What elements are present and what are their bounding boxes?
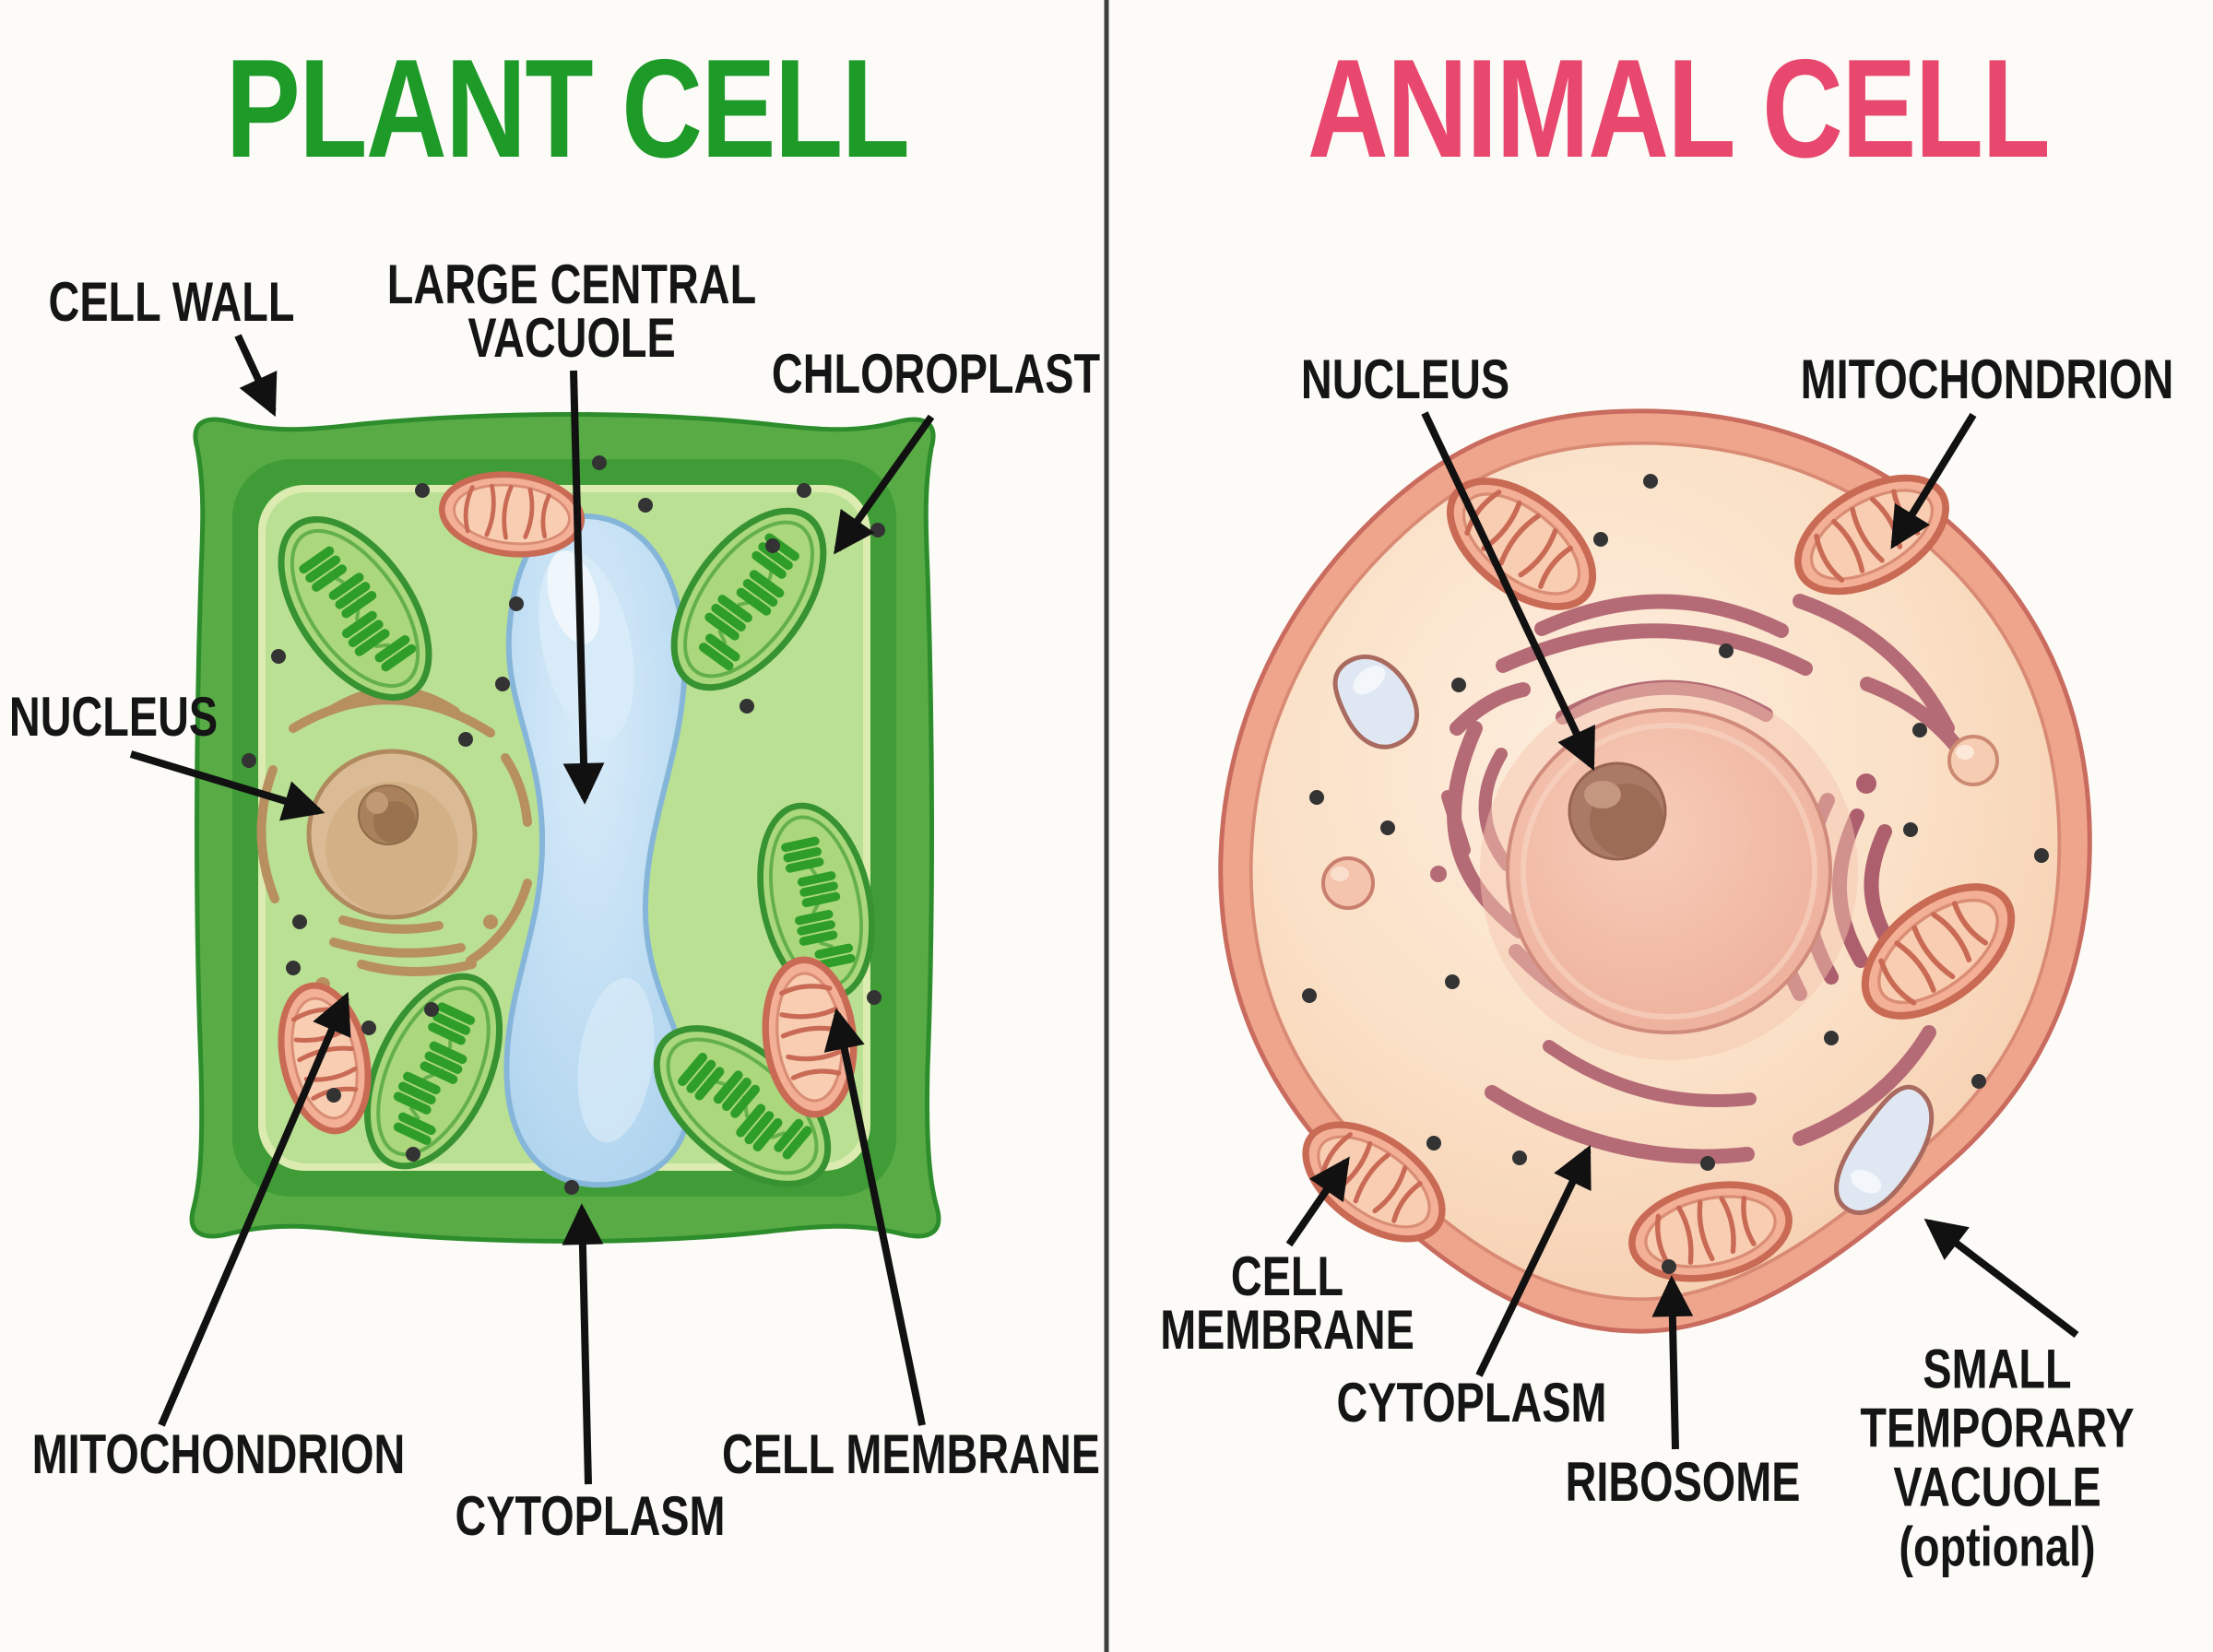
label-animal-cytoplasm: CYTOPLASM — [1336, 1371, 1607, 1434]
arrow-animal-cell-membrane — [1285, 1156, 1350, 1247]
arrow-plant-cell-wall — [234, 334, 278, 418]
arrow-animal-ribosome — [1651, 1275, 1694, 1450]
arrow-animal-cytoplasm — [1475, 1144, 1592, 1377]
arrow-animal-nucleus — [1421, 411, 1595, 772]
animal-ribosome-dots — [1302, 474, 2049, 1274]
label-plant-mitochondrion: MITOCHONDRION — [31, 1422, 406, 1485]
label-plant-cytoplasm: CYTOPLASM — [455, 1484, 726, 1547]
animal-vacuole-shapes — [1321, 655, 1999, 1215]
label-animal-nucleus: NUCLEUS — [1300, 348, 1510, 410]
plant-central-vacuole-shape — [503, 513, 693, 1188]
plant-nucleus-shape — [306, 749, 478, 920]
label-animal-small-temporary-vacuole: SMALL TEMPORARY VACUOLE (optional) — [1860, 1338, 2135, 1578]
animal-vesicle-shape — [1321, 856, 1375, 910]
label-animal-cell-membrane: CELL MEMBRANE — [1160, 1245, 1414, 1361]
label-plant-chloroplast: CHLOROPLAST — [771, 342, 1101, 405]
animal-vesicle-shape — [1947, 735, 1999, 786]
arrow-plant-cytoplasm — [562, 1203, 604, 1485]
label-plant-nucleus: NUCLEUS — [8, 685, 219, 748]
label-animal-mitochondrion: MITOCHONDRION — [1800, 348, 2174, 410]
arrow-animal-vacuole — [1923, 1218, 2079, 1339]
arrow-plant-cell-membrane — [823, 1008, 926, 1426]
plant-cell-title: PLANT CELL — [225, 30, 910, 187]
label-plant-cell-wall: CELL WALL — [48, 270, 295, 333]
animal-nucleus-shape — [1480, 682, 1858, 1060]
label-plant-large-central-vacuole: LARGE CENTRAL VACUOLE — [386, 253, 757, 369]
label-animal-ribosome: RIBOSOME — [1565, 1450, 1801, 1513]
animal-cell-title: ANIMAL CELL — [1307, 30, 2051, 187]
arrow-plant-central-vacuole — [562, 370, 605, 805]
arrow-plant-chloroplast — [834, 414, 935, 555]
arrow-animal-mitochondrion — [1890, 412, 1977, 549]
arrow-plant-mitochondrion — [158, 991, 351, 1427]
label-plant-cell-membrane: CELL MEMBRANE — [722, 1422, 1100, 1485]
arrow-plant-nucleus — [129, 750, 325, 821]
